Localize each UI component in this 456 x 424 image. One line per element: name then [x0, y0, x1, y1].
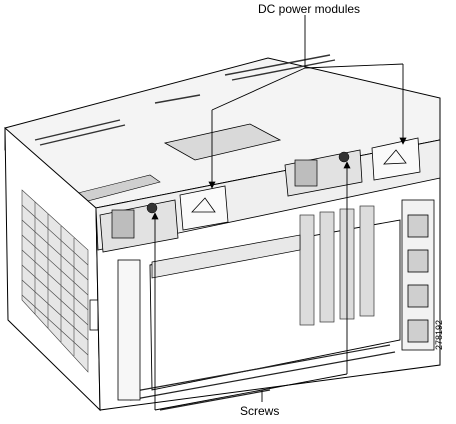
card-guide-rail: [151, 234, 301, 279]
top-label-plate: [163, 123, 282, 161]
dc-power-module-right: [284, 149, 363, 197]
figure-number: 278192: [434, 319, 444, 350]
left-side-vent-grid: [21, 189, 89, 373]
right-connector-column: [401, 199, 435, 351]
top-vent-slots: [34, 54, 336, 146]
power-cover-left: [179, 185, 229, 231]
left-front-slot: [117, 259, 141, 401]
dc-callout-leaders: [208, 15, 407, 189]
backplane-connectors: [299, 205, 375, 326]
left-handle: [89, 299, 99, 331]
screws-label: Screws: [240, 404, 280, 418]
dc-power-modules-label: DC power modules: [258, 2, 361, 16]
screws-callout-leaders: [151, 161, 351, 411]
